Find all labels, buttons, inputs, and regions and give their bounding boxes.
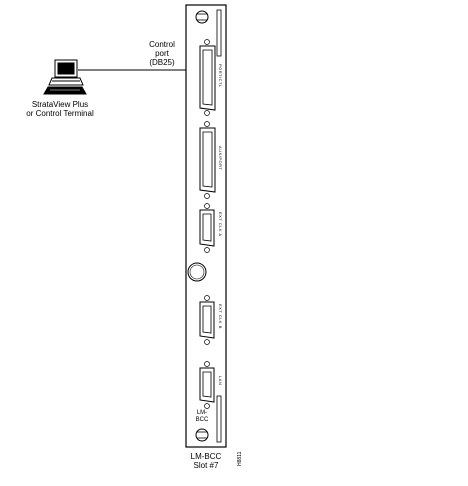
card-face-line2: BCC xyxy=(195,417,209,423)
aux-port-connector xyxy=(199,121,216,199)
round-connector-icon xyxy=(187,262,207,282)
control-port-label-line2: port xyxy=(155,49,169,58)
ext-clock-b-connector xyxy=(199,295,215,345)
card-face-label: LM- BCC xyxy=(190,410,214,424)
lan-connector xyxy=(199,361,215,409)
connector-label-1: PORT/CTL xyxy=(218,64,223,88)
terminal-icon xyxy=(43,59,87,95)
terminal-label-line2: or Control Terminal xyxy=(26,109,94,118)
control-port-label-line1: Control xyxy=(149,40,175,49)
figure-id: H8811 xyxy=(237,451,243,466)
connector-label-4: EXT CLK B xyxy=(218,304,223,329)
bottom-ejector-slot xyxy=(216,395,222,443)
connector-label-2: AUX/PORT xyxy=(218,146,223,171)
control-port-connector xyxy=(199,39,216,116)
card-caption-line2: Slot #7 xyxy=(193,461,219,470)
connector-label-5: LAN xyxy=(218,376,223,386)
top-ejector-slot xyxy=(216,9,222,57)
connector-label-3: EXT CLK A xyxy=(218,212,223,237)
card-caption-line1: LM-BCC xyxy=(190,452,222,461)
terminal-label: StrataView Plus or Control Terminal xyxy=(20,100,100,118)
ext-clock-a-connector xyxy=(199,203,215,253)
control-port-label: Control port (DB25) xyxy=(140,40,184,67)
bottom-screw-icon xyxy=(195,428,209,442)
control-port-label-line3: (DB25) xyxy=(149,58,175,67)
top-screw-icon xyxy=(195,10,209,24)
card-faceplate xyxy=(185,4,227,448)
card-caption: LM-BCC Slot #7 xyxy=(180,452,232,470)
terminal-label-line1: StrataView Plus xyxy=(31,100,89,109)
card-face-line1: LM- xyxy=(196,410,208,416)
